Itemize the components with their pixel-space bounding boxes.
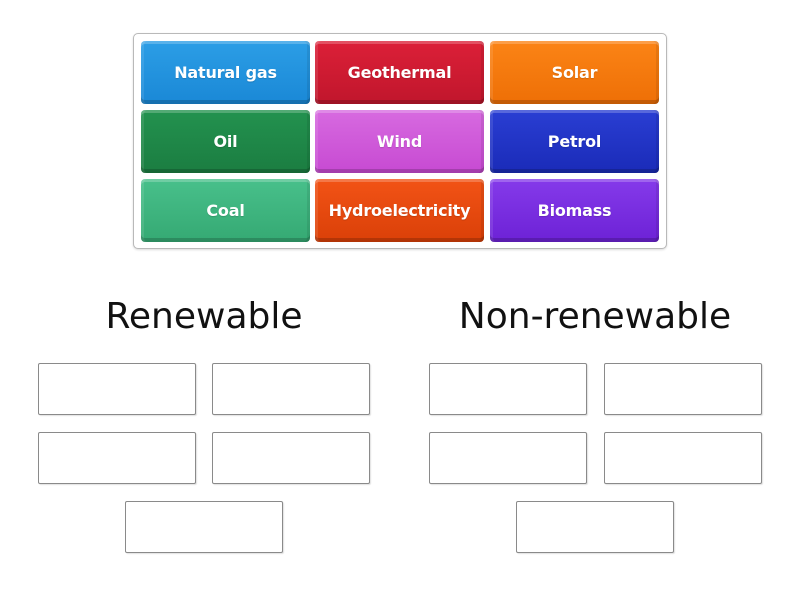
non-renewable-drop-slot-5[interactable] (516, 501, 674, 553)
renewable-drop-slot-4[interactable] (212, 432, 370, 484)
renewable-drop-slot-1[interactable] (38, 363, 196, 415)
non-renewable-drop-slot-3[interactable] (429, 432, 587, 484)
tile-hydroelectricity[interactable]: Hydroelectricity (315, 179, 484, 242)
tile-petrol[interactable]: Petrol (490, 110, 659, 173)
renewable-drop-slot-2[interactable] (212, 363, 370, 415)
non-renewable-drop-slot-4[interactable] (604, 432, 762, 484)
tile-wind[interactable]: Wind (315, 110, 484, 173)
tile-solar[interactable]: Solar (490, 41, 659, 104)
tile-coal[interactable]: Coal (141, 179, 310, 242)
tile-geothermal[interactable]: Geothermal (315, 41, 484, 104)
group-heading-non-renewable: Non-renewable (458, 296, 732, 337)
group-heading-renewable: Renewable (105, 296, 303, 337)
non-renewable-drop-slot-1[interactable] (429, 363, 587, 415)
renewable-drop-slot-3[interactable] (38, 432, 196, 484)
tile-oil[interactable]: Oil (141, 110, 310, 173)
tile-biomass[interactable]: Biomass (490, 179, 659, 242)
non-renewable-drop-slot-2[interactable] (604, 363, 762, 415)
tile-natural-gas[interactable]: Natural gas (141, 41, 310, 104)
renewable-drop-slot-5[interactable] (125, 501, 283, 553)
